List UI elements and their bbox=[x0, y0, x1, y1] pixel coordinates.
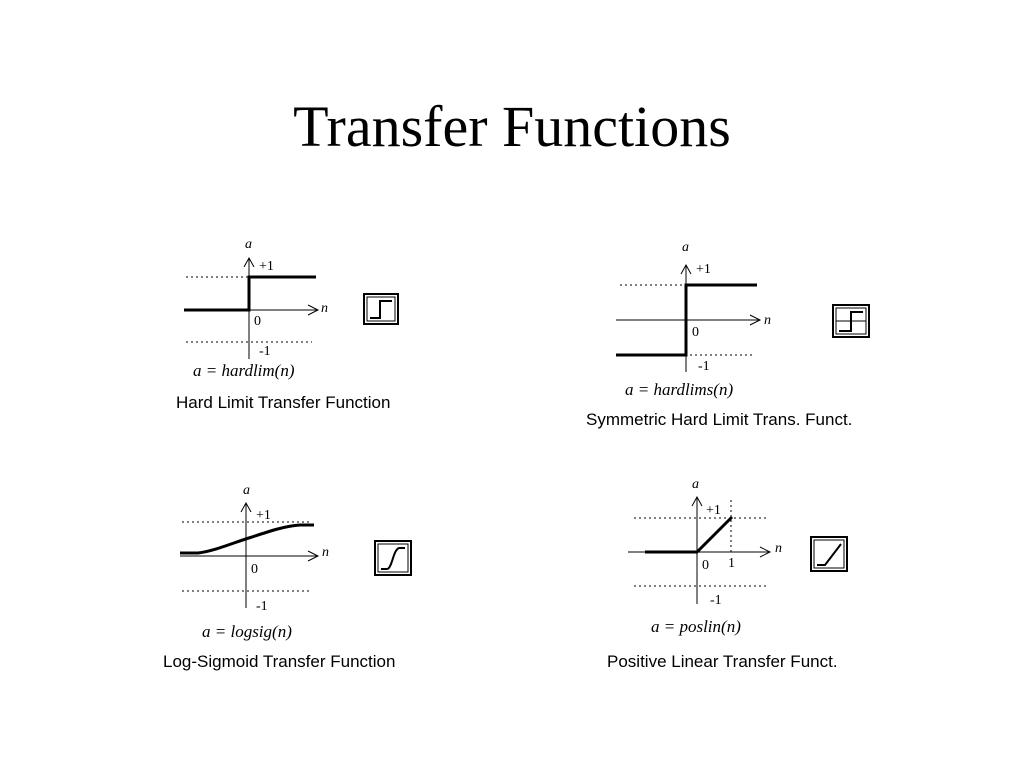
equation-hardlims: a = hardlims(n) bbox=[625, 380, 734, 399]
caption-poslin: Positive Linear Transfer Funct. bbox=[607, 652, 838, 671]
tick-label-neg: -1 bbox=[698, 359, 710, 374]
x-axis-label: n bbox=[764, 313, 771, 328]
y-axis-label: a bbox=[243, 483, 250, 498]
y-axis-label: a bbox=[682, 240, 689, 255]
y-axis-label: a bbox=[245, 237, 252, 252]
tick-label-x-one: 1 bbox=[728, 556, 735, 571]
tick-label-zero: 0 bbox=[702, 558, 709, 573]
tick-label-zero: 0 bbox=[692, 325, 699, 340]
function-curve bbox=[645, 515, 734, 554]
equation-logsig: a = logsig(n) bbox=[202, 622, 292, 641]
y-axis-arrow bbox=[691, 495, 703, 507]
tick-label-pos: +1 bbox=[259, 259, 274, 274]
tick-label-zero: 0 bbox=[251, 562, 258, 577]
equation-hardlim: a = hardlim(n) bbox=[193, 361, 295, 380]
y-axis-arrow bbox=[243, 256, 255, 268]
logsig-icon bbox=[374, 540, 412, 576]
x-axis-arrow bbox=[749, 314, 762, 326]
caption-logsig: Log-Sigmoid Transfer Function bbox=[163, 652, 396, 671]
y-axis-arrow bbox=[240, 501, 252, 513]
tick-label-neg: -1 bbox=[256, 599, 268, 614]
tick-label-pos: +1 bbox=[696, 262, 711, 277]
hardlim-icon bbox=[363, 293, 399, 325]
y-axis-label: a bbox=[692, 477, 699, 492]
x-axis-label: n bbox=[321, 301, 328, 316]
function-curve bbox=[180, 523, 314, 555]
x-axis-arrow bbox=[307, 304, 320, 316]
tick-label-neg: -1 bbox=[259, 344, 271, 359]
equation-poslin: a = poslin(n) bbox=[651, 617, 741, 636]
x-axis-arrow bbox=[759, 546, 772, 558]
x-axis-label: n bbox=[322, 545, 329, 560]
tick-label-neg: -1 bbox=[710, 593, 722, 608]
tick-label-zero: 0 bbox=[254, 314, 261, 329]
poslin-icon bbox=[810, 536, 848, 572]
tick-label-pos: +1 bbox=[706, 503, 721, 518]
function-curve bbox=[616, 283, 757, 357]
caption-hardlims: Symmetric Hard Limit Trans. Funct. bbox=[586, 410, 853, 429]
tick-label-pos: +1 bbox=[256, 508, 271, 523]
x-axis-label: n bbox=[775, 541, 782, 556]
hardlims-icon bbox=[832, 304, 870, 338]
slide-title: Transfer Functions bbox=[293, 94, 731, 159]
function-curve bbox=[184, 275, 316, 312]
x-axis-arrow bbox=[307, 550, 320, 562]
caption-hardlim: Hard Limit Transfer Function bbox=[176, 393, 391, 412]
y-axis-arrow bbox=[680, 263, 692, 275]
